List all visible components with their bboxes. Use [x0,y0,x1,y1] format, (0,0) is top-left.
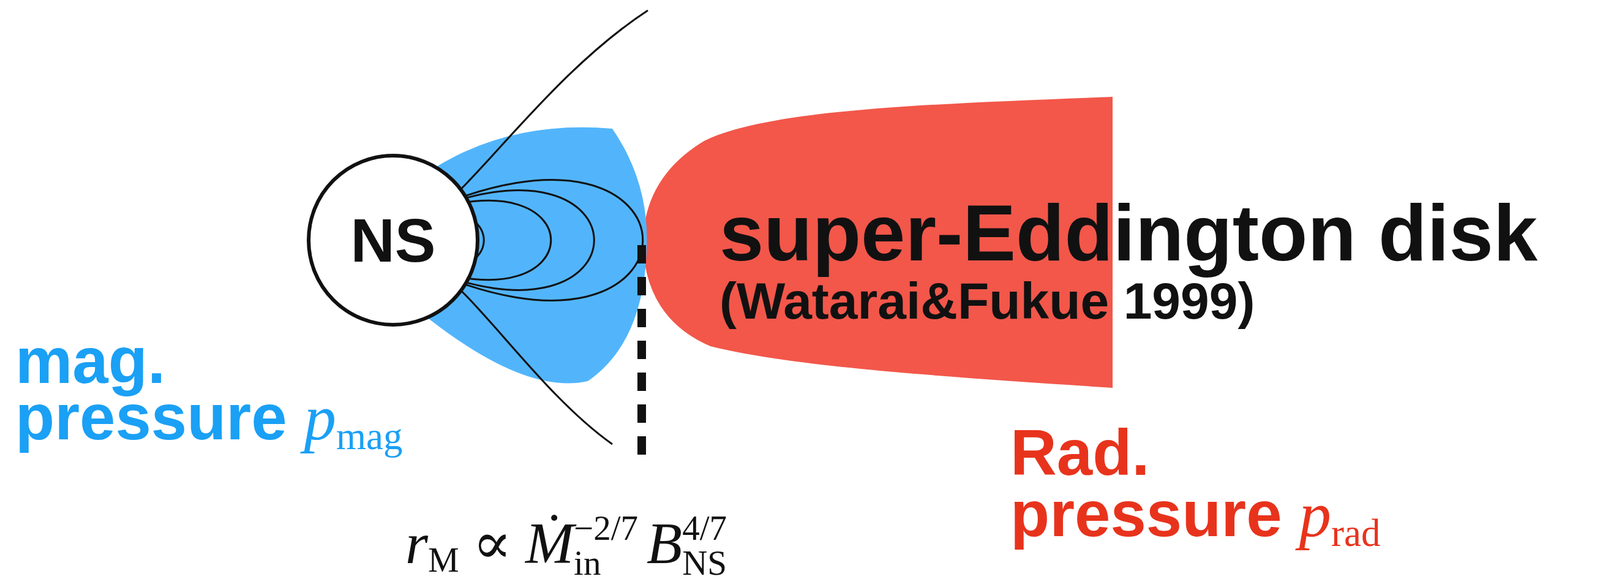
math-symbol: Ṁ [525,510,574,576]
math-symbol: p [1299,478,1332,550]
math-script-stack: −2/7in [573,510,639,580]
pressure-label: pressure [1010,477,1283,550]
math-operator: ∝ [472,510,512,576]
math-subscript: NS [682,544,727,580]
magnetospheric-radius-dash [637,244,647,466]
mag-pressure-line2: pressurepmag [15,384,403,456]
node-label: NS [350,209,436,271]
math-superscript: 4/7 [682,510,727,545]
math-symbol: p [304,381,337,454]
math-subscript: rad [1331,511,1381,555]
reference-line: (Watarai&Fukue 1999) [719,274,1256,327]
math-subscript: in [573,544,639,580]
math-subscript: M [428,540,460,579]
reference-label: (Watarai&Fukue 1999) [719,271,1256,330]
math-script-stack: 4/7NS [682,510,727,580]
magnetospheric-radius-formula: rM ∝Ṁ−2/7inB4/7NS [405,510,727,580]
rad-pressure-line2: pressureprad [1010,481,1381,553]
rad-pressure-line1: Rad. [1010,420,1150,485]
math-subscript: mag [336,414,403,458]
disk-title: super-Eddington disk [719,192,1538,273]
neutron-star-circle: NS [306,153,480,327]
math-symbol: B [646,510,683,576]
math-symbol: r [405,510,429,576]
pressure-label: Rad. [1010,416,1150,489]
math-superscript: −2/7 [573,510,639,545]
pressure-label: pressure [15,380,288,453]
disk-label: super-Eddington disk [719,187,1538,278]
